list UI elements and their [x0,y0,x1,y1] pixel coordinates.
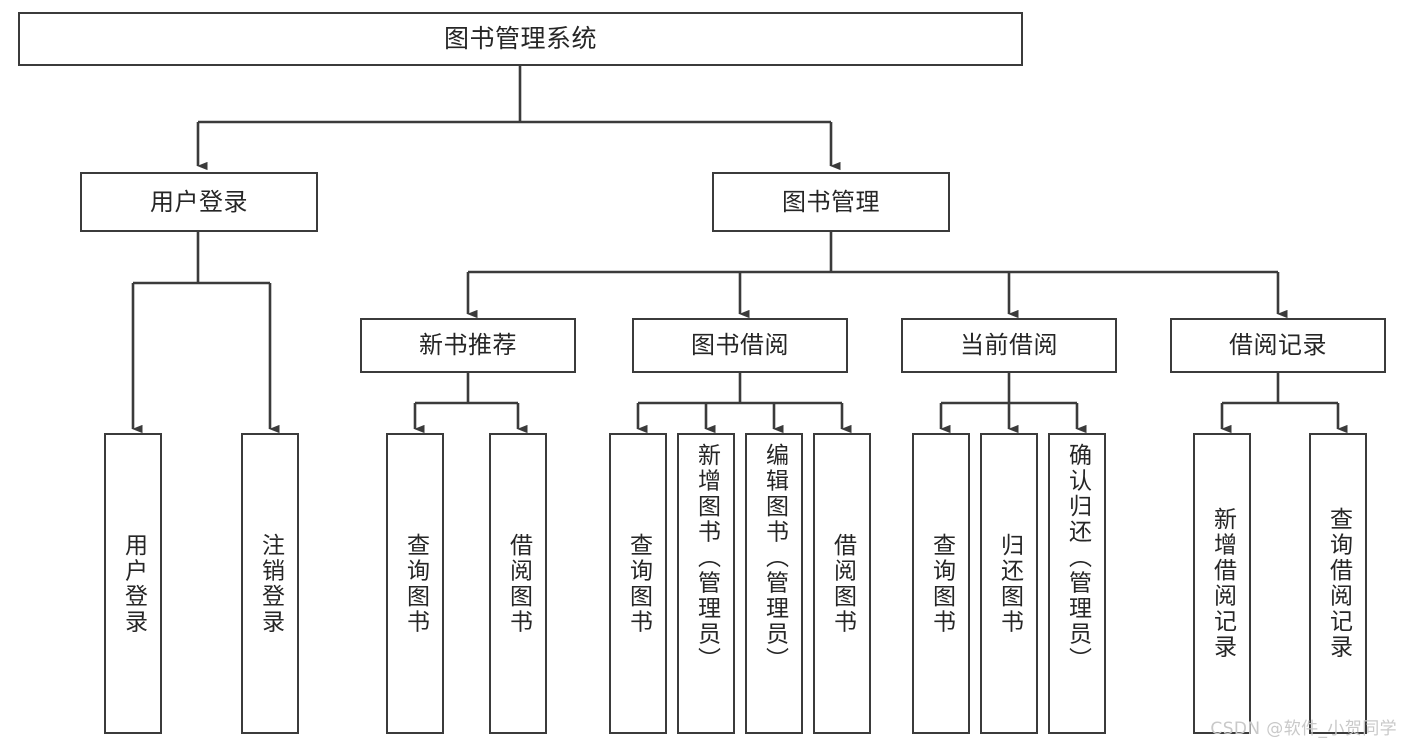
node-label: 图书管理系统 [443,24,597,54]
node-label: 注销登录 [257,532,284,635]
leaf-query-borrow-record[interactable]: 查询借阅记录 [1309,433,1367,734]
leaf-query-book-borrow[interactable]: 查询图书 [609,433,667,734]
node-label: 用户登录 [120,532,147,635]
node-current-borrow[interactable]: 当前借阅 [901,318,1117,373]
node-user-login[interactable]: 用户登录 [80,172,318,232]
node-label: 用户登录 [150,187,248,216]
node-label: 查询借阅记录 [1325,507,1352,660]
node-label: 新增图书（管理员） [693,443,720,673]
leaf-user-login[interactable]: 用户登录 [104,433,162,734]
leaf-add-book-admin[interactable]: 新增图书（管理员） [677,433,735,734]
node-label: 借阅图书 [829,532,856,635]
leaf-logout[interactable]: 注销登录 [241,433,299,734]
leaf-edit-book-admin[interactable]: 编辑图书（管理员） [745,433,803,734]
leaf-query-book-recommend[interactable]: 查询图书 [386,433,444,734]
node-label: 新增借阅记录 [1209,507,1236,660]
node-label: 借阅记录 [1229,331,1327,360]
node-book-management[interactable]: 图书管理 [712,172,950,232]
node-label: 查询图书 [402,532,429,635]
node-label: 归还图书 [996,532,1023,635]
csdn-watermark: CSDN @软件_小贺同学 [1210,719,1397,739]
leaf-borrow-book-recommend[interactable]: 借阅图书 [489,433,547,734]
node-label: 图书管理 [782,187,880,216]
leaf-confirm-return-admin[interactable]: 确认归还（管理员） [1048,433,1106,734]
leaf-query-book-current[interactable]: 查询图书 [912,433,970,734]
node-label: 查询图书 [625,532,652,635]
node-book-borrow[interactable]: 图书借阅 [632,318,848,373]
node-borrow-records[interactable]: 借阅记录 [1170,318,1386,373]
leaf-add-borrow-record[interactable]: 新增借阅记录 [1193,433,1251,734]
node-label: 当前借阅 [960,331,1058,360]
node-label: 查询图书 [928,532,955,635]
node-new-book-recommend[interactable]: 新书推荐 [360,318,576,373]
node-label: 图书借阅 [691,331,789,360]
leaf-return-book[interactable]: 归还图书 [980,433,1038,734]
node-label: 借阅图书 [505,532,532,635]
node-label: 新书推荐 [419,331,517,360]
node-label: 编辑图书（管理员） [761,443,788,673]
node-label: 确认归还（管理员） [1064,443,1091,673]
node-book-management-system[interactable]: 图书管理系统 [18,12,1023,66]
leaf-borrow-book[interactable]: 借阅图书 [813,433,871,734]
